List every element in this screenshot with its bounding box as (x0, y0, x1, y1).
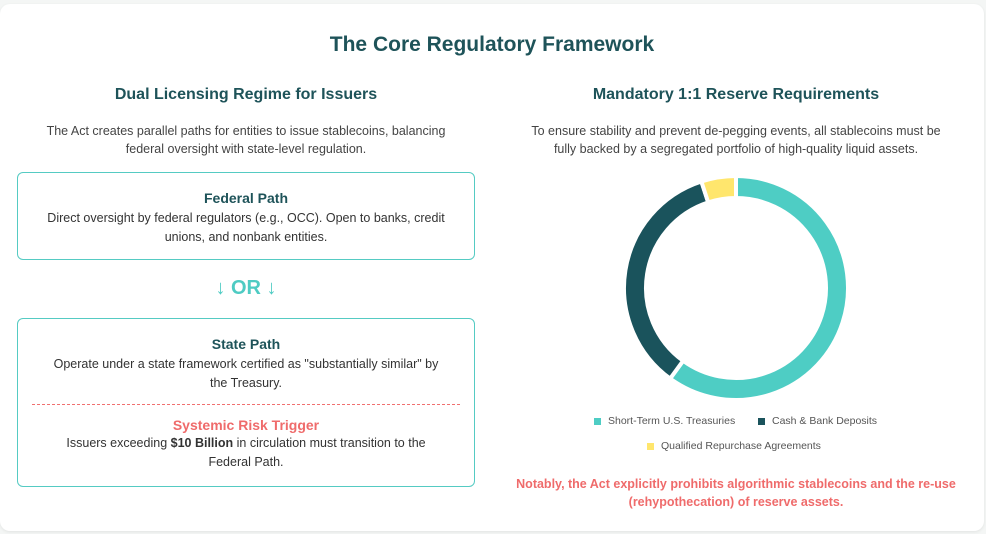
legend-swatch-repo (647, 442, 654, 450)
page-title: The Core Regulatory Framework (329, 33, 655, 56)
state-path-description: Operate under a state framework certifie… (18, 355, 474, 393)
reserve-description-line-2: fully backed by a segregated portfolio o… (553, 142, 919, 156)
licensing-description-line-2: federal oversight with state-level regul… (125, 142, 367, 156)
reserve-description: To ensure stability and prevent de-peggi… (500, 122, 972, 158)
risk-threshold: $10 Billion (170, 436, 234, 450)
prohibition-note-line-2: (rehypothecation) of reserve assets. (628, 495, 844, 509)
donut-slice-short-term-u-s-treasuries[interactable] (667, 173, 850, 402)
licensing-heading: Dual Licensing Regime for Issuers (114, 86, 378, 103)
legend-item-treasuries[interactable]: Short-Term U.S. Treasuries (594, 415, 735, 427)
federal-path-box: Federal Path Direct oversight by federal… (17, 172, 475, 260)
federal-path-title: Federal Path (203, 190, 289, 206)
risk-prefix: Issuers exceeding (66, 436, 171, 450)
risk-trigger-title: Systemic Risk Trigger (172, 417, 320, 433)
federal-path-line-2: unions, and nonbank entities. (164, 230, 328, 244)
federal-path-description: Direct oversight by federal regulators (… (18, 209, 474, 247)
legend-swatch-cash (758, 417, 765, 425)
legend-item-repo[interactable]: Qualified Repurchase Agreements (647, 440, 821, 452)
licensing-description: The Act creates parallel paths for entit… (17, 122, 475, 158)
state-path-title: State Path (211, 336, 281, 352)
prohibition-note-line-1: Notably, the Act explicitly prohibits al… (516, 477, 956, 491)
legend-label-cash: Cash & Bank Deposits (772, 415, 878, 427)
federal-path-line-1: Direct oversight by federal regulators (… (47, 211, 445, 225)
reserve-heading: Mandatory 1:1 Reserve Requirements (592, 86, 880, 103)
donut-slice-cash-bank-deposits[interactable] (622, 178, 711, 382)
state-path-line-2: the Treasury. (209, 376, 283, 390)
reserve-description-line-1: To ensure stability and prevent de-peggi… (531, 124, 941, 138)
risk-suffix: in circulation must transition to the (233, 436, 426, 450)
licensing-description-line-1: The Act creates parallel paths for entit… (46, 124, 446, 138)
dashed-divider (32, 404, 460, 405)
legend-label-repo: Qualified Repurchase Agreements (661, 440, 821, 452)
risk-trigger-line-1: Issuers exceeding $10 Billion in circula… (18, 434, 474, 453)
prohibition-note: Notably, the Act explicitly prohibits al… (500, 475, 972, 511)
risk-trigger-description: Issuers exceeding $10 Billion in circula… (18, 434, 474, 472)
risk-trigger-line-2: Federal Path. (208, 455, 284, 469)
or-divider: ↓ OR ↓ (215, 277, 277, 299)
donut-slice-qualified-repurchase-agreements[interactable] (698, 173, 738, 205)
state-path-box: State Path Operate under a state framewo… (17, 318, 475, 487)
legend-swatch-treasuries (594, 417, 601, 425)
legend-item-cash[interactable]: Cash & Bank Deposits (758, 415, 877, 427)
legend-label-treasuries: Short-Term U.S. Treasuries (608, 415, 736, 427)
reserve-donut-chart (622, 173, 850, 402)
state-path-line-1: Operate under a state framework certifie… (53, 357, 439, 371)
